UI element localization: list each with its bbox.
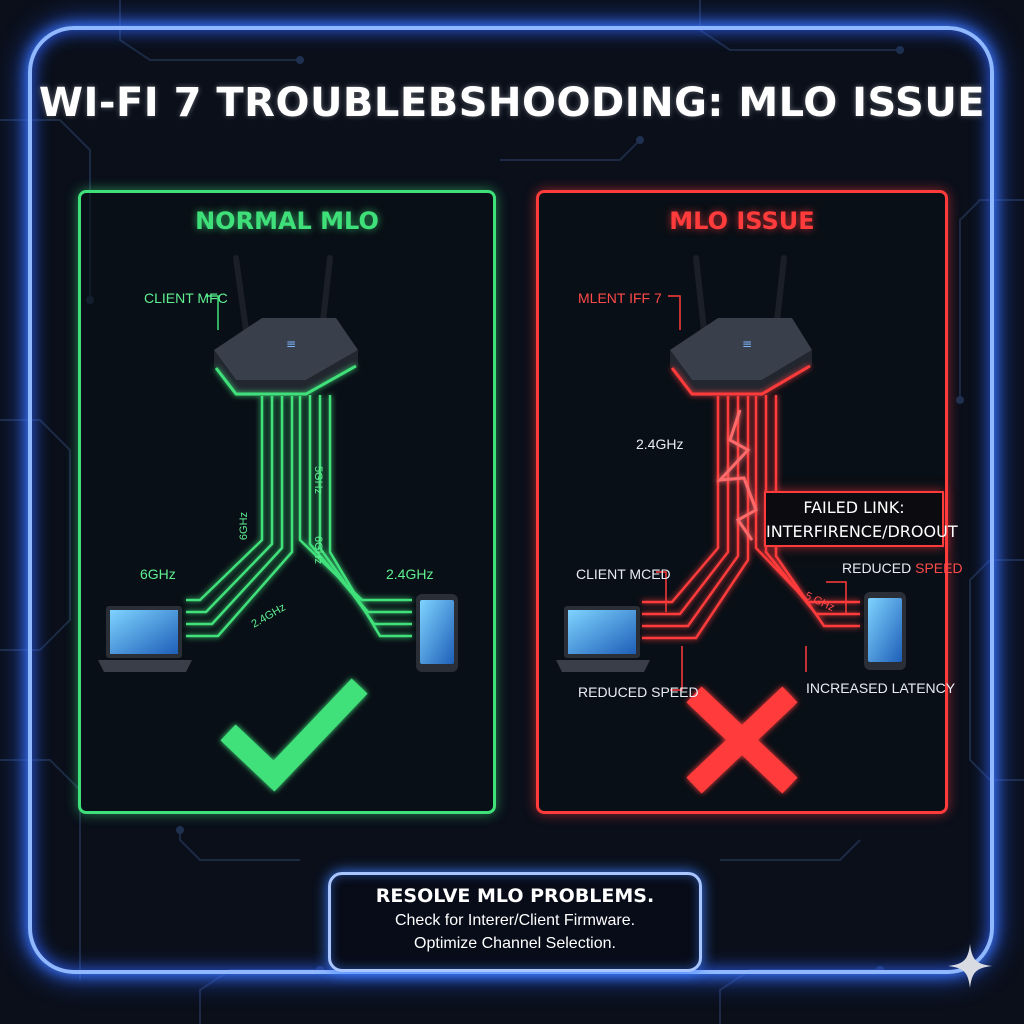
normal-client-label: CLIENT MFC [144, 290, 228, 306]
footer-line1: RESOLVE MLO PROBLEMS. [375, 885, 655, 907]
issue-band-label: 2.4GHz [636, 436, 684, 452]
normal-band-left-label: 6GHz [140, 566, 176, 582]
issue-panel-title: MLO ISSUE [669, 207, 815, 235]
page-title: WI-FI 7 TROUBLEBSHOODING: MLO ISSUE [38, 80, 986, 126]
sparkle-icon [948, 944, 992, 988]
issue-router-icon: ≡ [670, 255, 812, 396]
footer-line2: Check for Interer/Client Firmware. [394, 912, 636, 929]
failed-link-line2: INTERFIRENCE/DROOUT [766, 522, 958, 541]
normal-mlo-panel: NORMAL MLO [78, 190, 496, 814]
normal-phone-icon [416, 594, 458, 672]
interference-zigzag [716, 409, 758, 541]
issue-phone-icon [864, 592, 906, 670]
failed-link-line1: FAILED LINK: [803, 498, 905, 517]
normal-link-label-left: 6GHz [238, 511, 251, 541]
resolve-callout-box: RESOLVE MLO PROBLEMS. Check for Interer/… [328, 872, 702, 972]
reduced-speed-right-prefix: REDUCED [842, 560, 912, 576]
normal-band-right-label: 2.4GHz [386, 566, 434, 582]
normal-router-icon: ≡ [214, 255, 358, 396]
issue-client-label-mid: CLIENT MCED [576, 566, 671, 582]
x-mark-icon [686, 686, 798, 794]
svg-text:≡: ≡ [742, 337, 752, 351]
issue-laptop-icon [556, 606, 650, 672]
issue-reduced-speed-right: REDUCED SPEED [842, 560, 963, 576]
issue-reduced-speed-left: REDUCED SPEED [578, 684, 699, 700]
issue-client-label-top: MLENT IFF 7 [578, 290, 662, 306]
issue-increased-latency: INCREASED LATENCY [806, 680, 956, 696]
normal-link-label-right-top: 5GHz [312, 465, 325, 495]
normal-panel-title: NORMAL MLO [195, 207, 379, 235]
failed-link-callout: FAILED LINK: INTERFIRENCE/DROOUT [764, 491, 958, 547]
normal-laptop-icon [98, 606, 192, 672]
svg-text:≡: ≡ [286, 337, 296, 351]
checkmark-icon [220, 678, 368, 792]
normal-link-label-right-mid: 6GHz [312, 535, 325, 565]
reduced-speed-right-suffix: SPEED [915, 560, 963, 576]
outer-glow-frame [28, 26, 994, 974]
normal-link-traces [186, 395, 412, 638]
footer-line3: Optimize Channel Selection. [414, 935, 616, 952]
